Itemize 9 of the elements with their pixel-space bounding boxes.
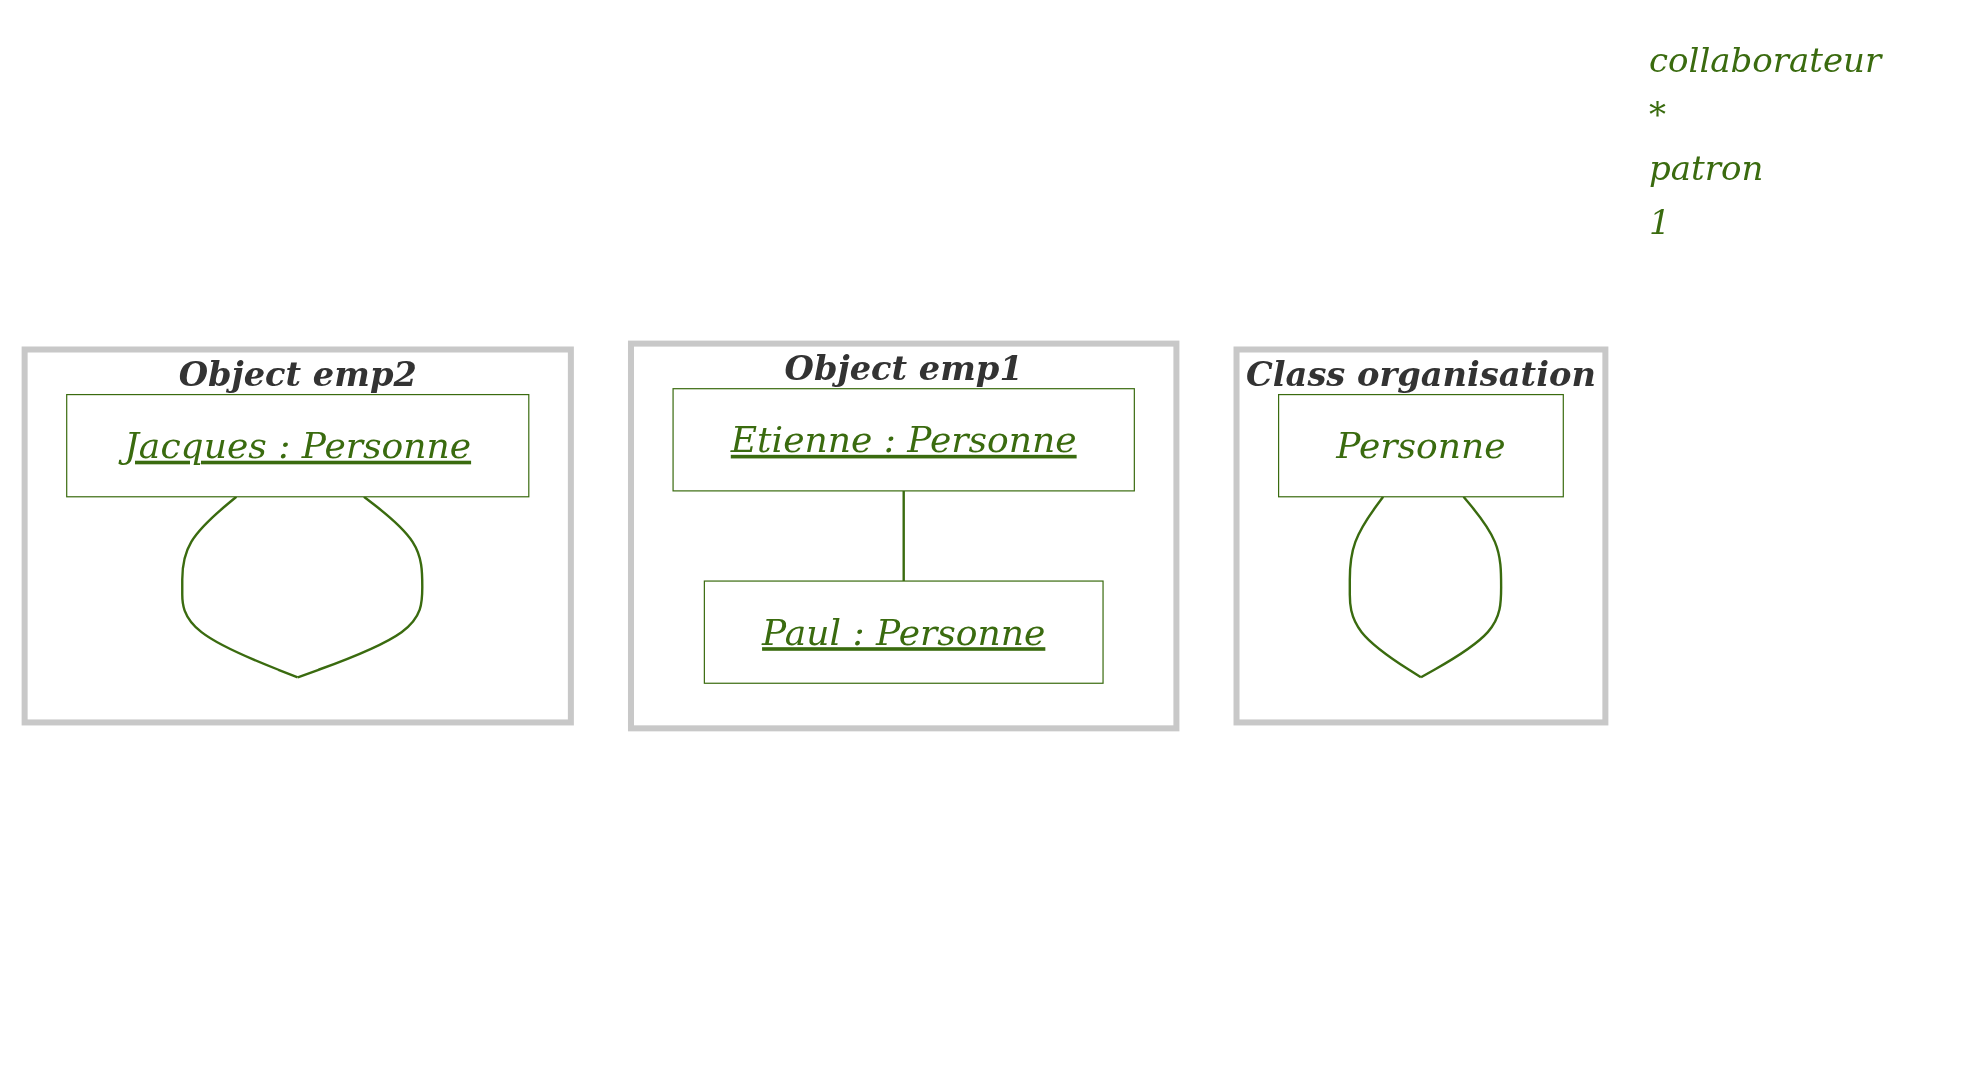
node-box: Jacques : Personne — [65, 393, 529, 497]
role-label: collaborateur — [1649, 40, 1882, 80]
node-box: Paul : Personne — [703, 580, 1104, 684]
role-label: patron — [1649, 148, 1764, 188]
role-label: * — [1649, 94, 1666, 134]
role-label: 1 — [1649, 202, 1671, 242]
connector — [902, 490, 905, 581]
node-box: Personne — [1277, 393, 1564, 497]
node-box: Etienne : Personne — [671, 387, 1135, 491]
